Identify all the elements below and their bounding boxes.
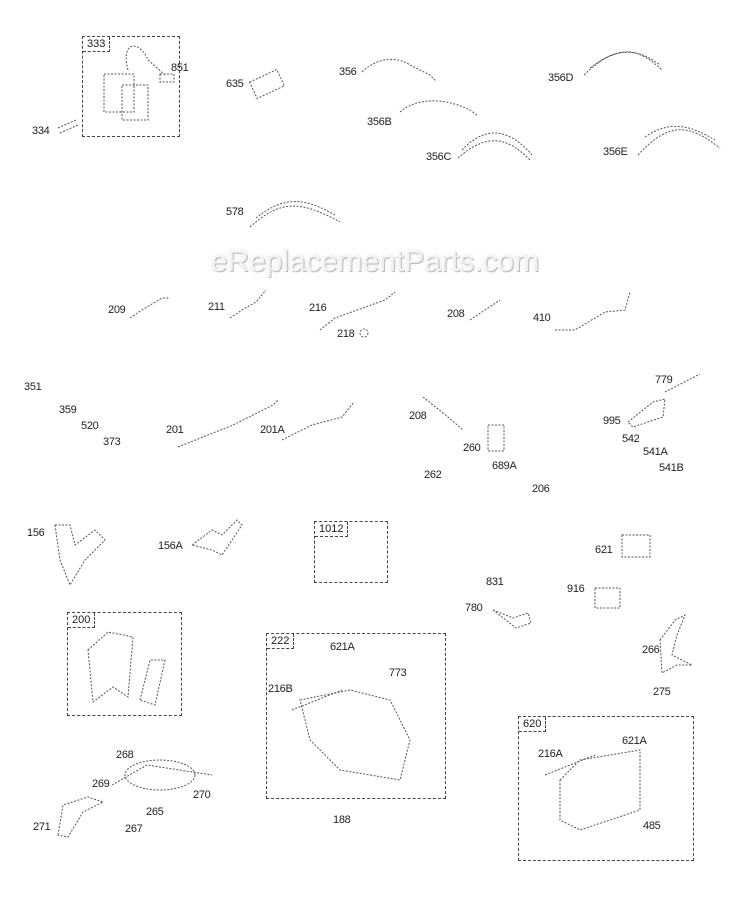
kit-label-333: 333	[83, 37, 111, 52]
wire-578-drawing	[249, 201, 341, 228]
wire-356B-drawing	[399, 100, 479, 117]
kit-box-1012: 1012	[314, 521, 388, 583]
part-label[interactable]: 356D	[548, 72, 574, 84]
wire-356-drawing	[361, 59, 437, 82]
part-label[interactable]: 206	[532, 483, 550, 495]
screw-779-drawing	[664, 373, 701, 393]
part-label[interactable]: 351	[24, 381, 42, 393]
link-208-drawing	[469, 299, 501, 321]
part-label[interactable]: 578	[226, 206, 244, 218]
bracket-156-drawing	[54, 524, 106, 587]
part-label[interactable]: 216A	[538, 748, 563, 760]
link-201A-drawing	[281, 401, 355, 441]
part-label[interactable]: 773	[389, 667, 407, 679]
control-222-drawing	[291, 689, 411, 781]
part-label[interactable]: 541A	[643, 446, 668, 458]
part-label[interactable]: 262	[424, 469, 442, 481]
bracket-156A-drawing	[190, 519, 243, 556]
part-label[interactable]: 268	[116, 749, 134, 761]
watermark: eReplacementParts.com	[210, 245, 540, 278]
part-label[interactable]: 373	[103, 436, 121, 448]
screw-334-drawing	[57, 119, 79, 134]
part-label[interactable]: 356	[339, 66, 357, 78]
part-label[interactable]: 542	[622, 433, 640, 445]
part-label[interactable]: 218	[337, 328, 355, 340]
kit-label-1012: 1012	[315, 522, 349, 537]
part-label[interactable]: 780	[465, 602, 483, 614]
bracket-260-drawing	[487, 424, 505, 452]
part-label[interactable]: 831	[486, 576, 504, 588]
lever-271-drawing	[57, 796, 105, 838]
part-label[interactable]: 359	[59, 404, 77, 416]
part-label[interactable]: 271	[33, 821, 51, 833]
spring-211-drawing	[229, 289, 267, 319]
part-label[interactable]: 541B	[659, 462, 684, 474]
part-label[interactable]: 356C	[426, 151, 452, 163]
clip-218-drawing	[359, 328, 369, 338]
part-label[interactable]: 621A	[330, 641, 355, 653]
wire-356C-drawing	[457, 132, 533, 161]
governor-621-drawing	[621, 534, 651, 558]
control-620-drawing	[544, 749, 641, 831]
part-label[interactable]: 520	[81, 420, 99, 432]
part-label[interactable]: 201	[166, 424, 184, 436]
part-label[interactable]: 265	[146, 806, 164, 818]
part-label[interactable]: 267	[125, 823, 143, 835]
link-410-drawing	[555, 291, 631, 331]
part-label[interactable]: 208	[409, 410, 427, 422]
kit-box-200: 200	[67, 612, 182, 716]
part-label[interactable]: 779	[655, 374, 673, 386]
plate-200-drawing	[87, 631, 166, 706]
part-label[interactable]: 621	[595, 544, 613, 556]
kit-box-333: 333	[82, 36, 180, 137]
part-label[interactable]: 188	[333, 814, 351, 826]
part-label[interactable]: 269	[92, 778, 110, 790]
lever-995-drawing	[627, 398, 666, 428]
part-label[interactable]: 211	[208, 301, 225, 313]
spring-209-drawing	[129, 297, 170, 319]
part-label[interactable]: 485	[643, 820, 661, 832]
wire-356E-drawing	[637, 125, 721, 156]
part-label[interactable]: 260	[463, 442, 481, 454]
part-label[interactable]: 208	[447, 308, 465, 320]
part-label[interactable]: 621A	[622, 735, 647, 747]
kit-box-222: 222	[266, 633, 446, 799]
lever-266-drawing	[659, 613, 693, 674]
lever-780-drawing	[492, 609, 532, 629]
part-label[interactable]: 635	[226, 78, 244, 90]
part-label[interactable]: 216	[309, 302, 327, 314]
part-label[interactable]: 201A	[260, 424, 285, 436]
kit-box-620: 620	[518, 716, 694, 861]
kit-label-620: 620	[519, 717, 547, 732]
kit-label-200: 200	[68, 613, 96, 628]
part-label[interactable]: 275	[653, 686, 671, 698]
part-label[interactable]: 209	[108, 304, 126, 316]
part-label[interactable]: 851	[171, 62, 189, 74]
part-label[interactable]: 356E	[603, 146, 628, 158]
part-label[interactable]: 156A	[158, 540, 183, 552]
part-label[interactable]: 266	[642, 644, 660, 656]
part-label[interactable]: 995	[603, 415, 621, 427]
part-label[interactable]: 334	[32, 125, 50, 137]
kit-label-222: 222	[267, 634, 295, 649]
part-label[interactable]: 270	[193, 789, 211, 801]
bracket-916-drawing	[594, 587, 621, 609]
link-216-drawing	[319, 291, 396, 331]
link-201-drawing	[177, 399, 279, 448]
part-label[interactable]: 356B	[367, 116, 392, 128]
part-label[interactable]: 689A	[492, 460, 517, 472]
cable-268-drawing	[111, 759, 213, 791]
wire-356D-drawing	[583, 51, 663, 76]
boot-635-drawing	[248, 68, 286, 100]
part-label[interactable]: 916	[567, 583, 585, 595]
part-label[interactable]: 216B	[268, 683, 293, 695]
part-label[interactable]: 410	[533, 312, 551, 324]
ignition-armature-drawing	[103, 45, 175, 121]
link-208b-drawing	[422, 396, 464, 431]
part-label[interactable]: 156	[27, 527, 45, 539]
